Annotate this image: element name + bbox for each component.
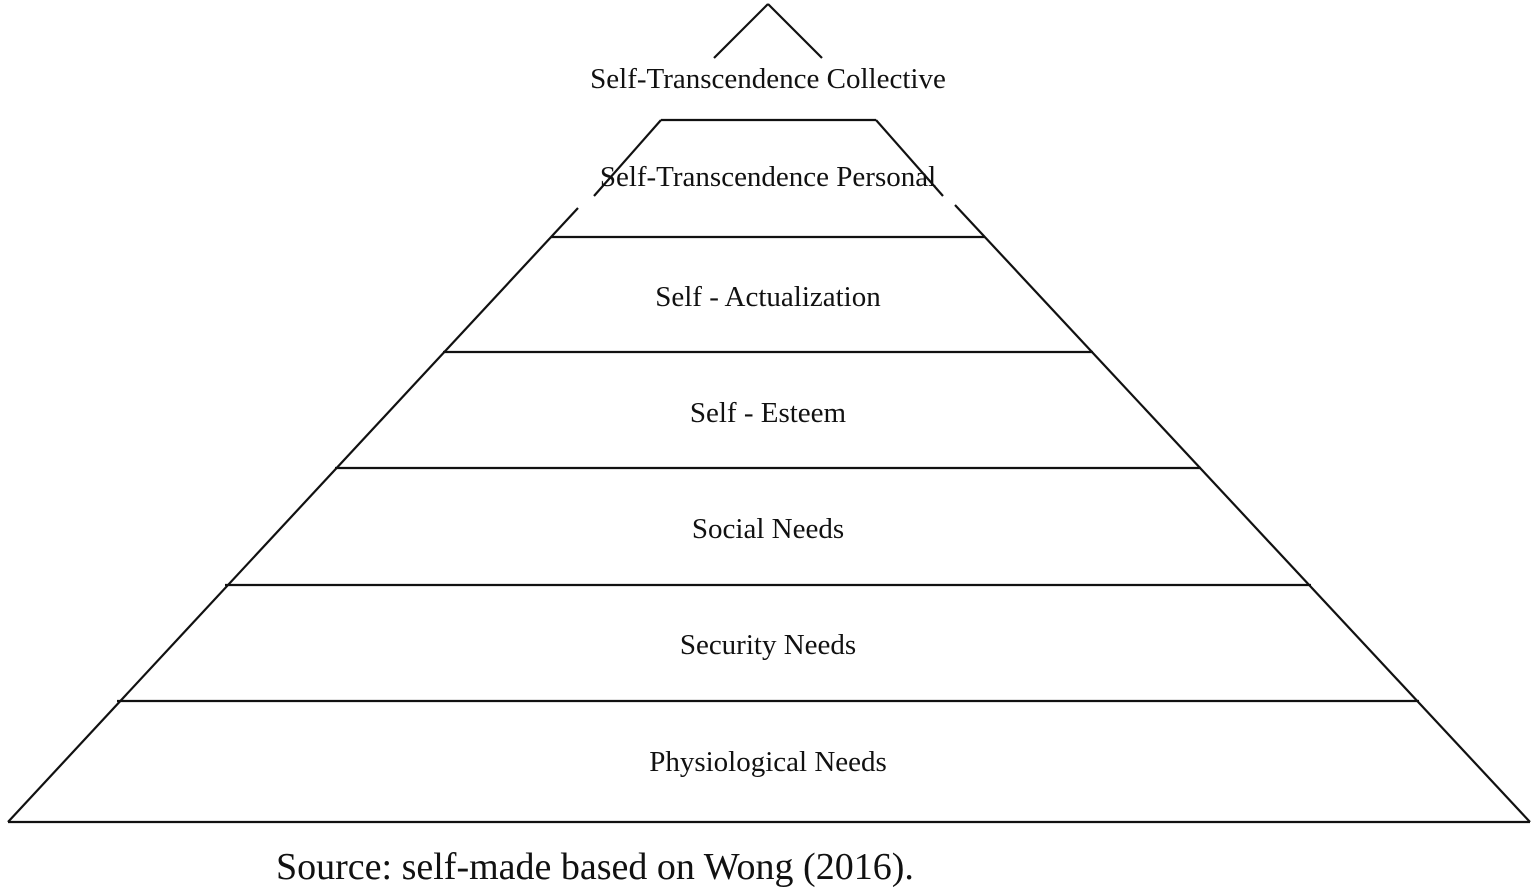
level-label-security-needs: Security Needs	[680, 629, 856, 661]
source-caption: Source: self-made based on Wong (2016).	[276, 846, 914, 888]
pyramid-right-edge-top	[767, 3, 823, 59]
level-label-self-transcendence-personal: Self-Transcendence Personal	[600, 161, 936, 193]
pyramid-left-edge-top	[713, 3, 769, 59]
level-label-self-actualization: Self - Actualization	[655, 281, 881, 313]
level-label-physiological-needs: Physiological Needs	[649, 746, 887, 778]
pyramid-left-edge	[7, 207, 579, 823]
pyramid-left-edge-upper	[593, 119, 662, 197]
level-label-self-transcendence-collective: Self-Transcendence Collective	[590, 63, 946, 95]
pyramid-right-edge-upper	[875, 119, 944, 197]
level-label-social-needs: Social Needs	[692, 513, 844, 545]
pyramid-right-edge	[954, 204, 1531, 823]
level-label-self-esteem: Self - Esteem	[690, 397, 847, 429]
